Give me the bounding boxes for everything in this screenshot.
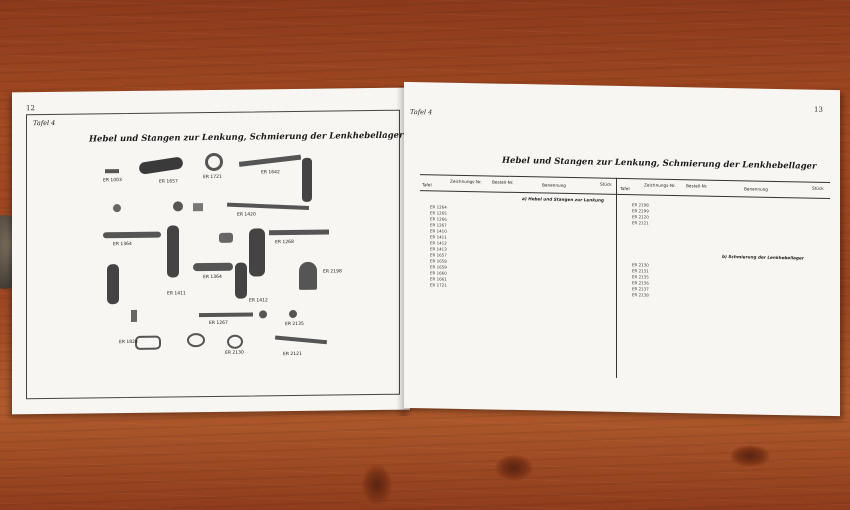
part-drawing (138, 156, 184, 175)
table-row: ER 2121 (632, 220, 649, 226)
table-row: ER 1721 (430, 282, 447, 288)
table-row: ER 1661 (430, 276, 447, 282)
part-label: ER 1412 (249, 298, 268, 304)
table-row: ER 1266 (430, 216, 447, 222)
column-header: Stück (812, 185, 824, 191)
part-label: ER 2121 (283, 351, 302, 358)
tafel-label: Tafel 4 (33, 118, 56, 128)
part-drawing (235, 262, 247, 299)
column-header: Benennung (542, 182, 566, 188)
part-drawing (173, 201, 183, 212)
part-drawing (299, 261, 317, 290)
tafel-label: Tafel 4 (410, 107, 433, 117)
part-drawing (219, 232, 233, 243)
table-row: ER 1411 (430, 234, 447, 240)
left-page: 12 Tafel 4 Hebel und Stangen zur Lenkung… (12, 87, 410, 415)
part-drawing (238, 154, 302, 167)
column-header: Benennung (744, 186, 768, 192)
table-row: ER 1660 (430, 270, 447, 276)
table-row: ER 2138 (632, 292, 649, 298)
part-drawing (187, 333, 205, 348)
table-divider (616, 177, 617, 378)
part-label: ER 1721 (203, 174, 222, 181)
part-drawing (274, 335, 328, 345)
column-header: Zeichnungs-Nr. (450, 178, 482, 185)
part-label: ER 2135 (285, 321, 304, 328)
table-row: ER 2131 (632, 268, 649, 274)
section-title: b) Schmierung der Lenkhebellager (722, 253, 804, 261)
table-row: ER 1413 (430, 246, 447, 252)
part-label: ER 1411 (167, 291, 186, 297)
section-title: a) Hebel und Stangen zur Lenkung (522, 196, 604, 203)
table-row: ER 1659 (430, 264, 447, 270)
part-drawing (259, 310, 267, 319)
table-row: ER 2135 (632, 274, 649, 280)
part-drawing (135, 335, 161, 350)
wood-knot (362, 465, 392, 505)
part-drawing (227, 334, 243, 349)
page-title: Hebel und Stangen zur Lenkung, Schmierun… (502, 155, 817, 172)
illustration-frame: Tafel 4 Hebel und Stangen zur Lenkung, S… (26, 109, 404, 400)
part-drawing (205, 152, 223, 172)
table-row: ER 2130 (632, 262, 649, 268)
table-row: ER 1657 (430, 252, 447, 258)
part-drawing (167, 225, 179, 278)
table-row: ER 1265 (430, 210, 447, 216)
column-header: Bestell-Nr. (492, 179, 514, 185)
part-drawing (103, 231, 161, 239)
part-label: ER 1268 (275, 239, 294, 246)
part-label: ER 1003 (103, 178, 122, 184)
part-label: ER 1824 (119, 339, 138, 346)
column-header: Zeichnungs-Nr. (644, 182, 676, 189)
part-drawing (302, 157, 312, 202)
part-drawing (289, 309, 297, 319)
part-drawing (131, 309, 137, 322)
part-drawing (107, 264, 119, 305)
column-header: Bestell-Nr. (686, 183, 708, 189)
part-drawing (269, 229, 329, 236)
wood-knot (730, 445, 770, 467)
part-drawing (193, 262, 233, 272)
page-title: Hebel und Stangen zur Lenkung, Schmierun… (89, 130, 404, 145)
table-row: ER 1410 (430, 228, 447, 234)
part-drawing (226, 202, 310, 210)
table-rule (420, 190, 830, 199)
part-drawing (105, 169, 119, 174)
table-row: ER 1412 (430, 240, 447, 246)
table-row: ER 2199 (632, 208, 649, 214)
part-label: ER 2130 (225, 350, 244, 356)
table-row: ER 1264 (430, 204, 447, 210)
part-drawing (193, 203, 203, 212)
column-header: Tafel (620, 185, 630, 192)
table-row: ER 2136 (632, 280, 649, 286)
wood-knot (495, 455, 533, 481)
right-page: Tafel 4 13 Hebel und Stangen zur Lenkung… (404, 81, 840, 417)
table-row: ER 2198 (632, 202, 649, 208)
column-header: Stück (600, 181, 612, 187)
part-label: ER 1364 (113, 241, 132, 248)
table-row: ER 2120 (632, 214, 649, 220)
table-row: ER 2137 (632, 286, 649, 292)
part-label: ER 1267 (209, 320, 228, 327)
part-drawing (249, 228, 265, 277)
page-number: 13 (814, 105, 823, 114)
table-row: ER 1267 (430, 222, 447, 228)
part-label: ER 1364 (203, 274, 222, 281)
part-label: ER 1420 (237, 212, 256, 218)
part-label: ER 1642 (261, 170, 280, 176)
page-number: 12 (26, 104, 35, 113)
part-label: ER 1657 (159, 179, 178, 185)
table-row: ER 1658 (430, 258, 447, 264)
column-header: Tafel (422, 182, 432, 188)
part-label: ER 2198 (323, 269, 342, 275)
part-drawing (199, 312, 253, 318)
part-drawing (113, 204, 121, 213)
